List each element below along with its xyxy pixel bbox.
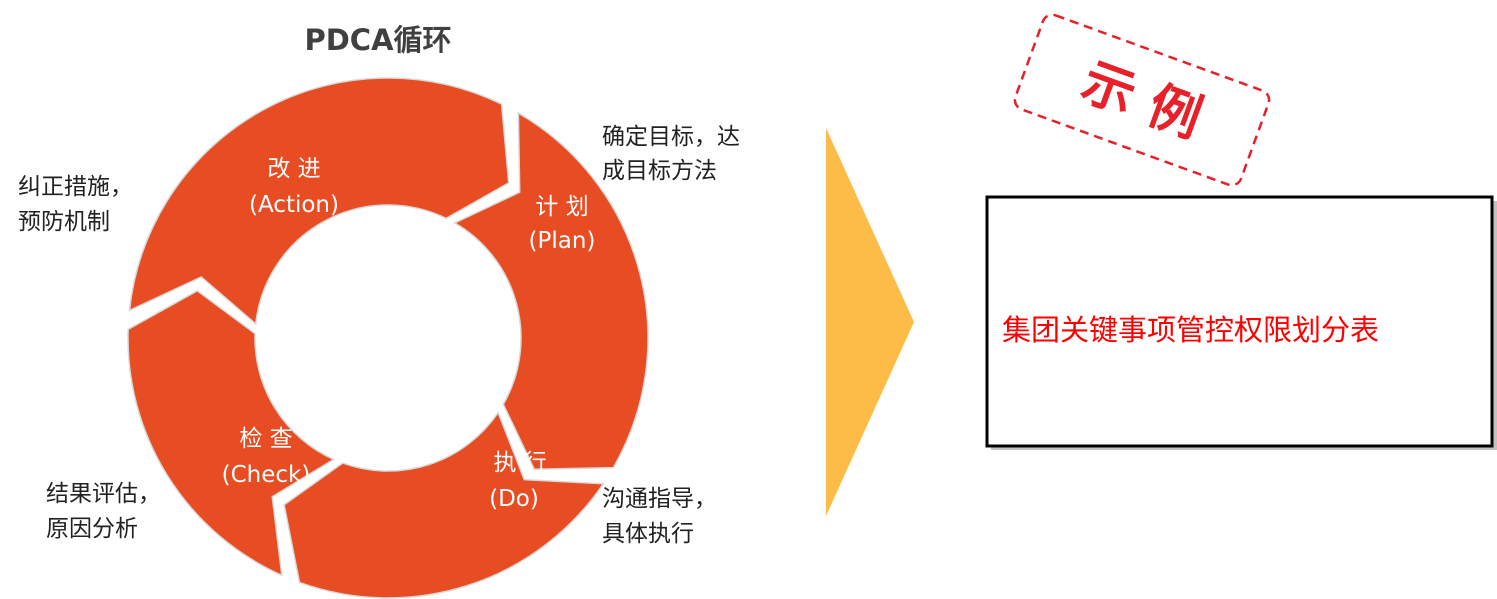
diagram-title: PDCA循环 bbox=[304, 23, 451, 57]
plan-note-line2: 成目标方法 bbox=[602, 158, 717, 184]
stamp-border bbox=[1013, 13, 1271, 187]
result-box bbox=[985, 195, 1494, 448]
side-notes: 确定目标，达 成目标方法 沟通指导， 具体执行 结果评估， 原因分析 纠正措施，… bbox=[18, 124, 740, 547]
plan-note-line1: 确定目标，达 bbox=[602, 124, 740, 150]
do-segment bbox=[283, 410, 605, 599]
action-segment bbox=[128, 77, 510, 326]
segment-labels: 计 划 (Plan) 执 行 (Do) 检 查 (Check) 改 进 (Act… bbox=[222, 156, 596, 512]
action-note-line1: 纠正措施， bbox=[18, 174, 133, 200]
result-box-title: 集团关键事项管控权限划分表 bbox=[1002, 313, 1379, 347]
do-note-line1: 沟通指导， bbox=[602, 486, 717, 512]
check-note-line2: 原因分析 bbox=[46, 516, 138, 542]
action-label-en: (Action) bbox=[249, 192, 339, 218]
action-label-cn: 改 进 bbox=[267, 156, 320, 182]
example-stamp: 示 例 bbox=[1013, 13, 1271, 187]
plan-segment bbox=[453, 111, 649, 470]
check-label-cn: 检 查 bbox=[239, 426, 292, 452]
chevron-arrow-icon bbox=[826, 128, 914, 516]
plan-label-cn: 计 划 bbox=[535, 194, 588, 220]
do-note-line2: 具体执行 bbox=[602, 521, 694, 547]
plan-label-en: (Plan) bbox=[529, 228, 596, 254]
do-label-cn: 执 行 bbox=[493, 450, 546, 476]
check-label-en: (Check) bbox=[222, 462, 311, 488]
pdca-ring bbox=[127, 77, 649, 599]
action-note-line2: 预防机制 bbox=[18, 209, 110, 235]
check-segment bbox=[127, 289, 336, 577]
do-label-en: (Do) bbox=[489, 486, 539, 512]
check-note-line1: 结果评估， bbox=[46, 481, 161, 507]
